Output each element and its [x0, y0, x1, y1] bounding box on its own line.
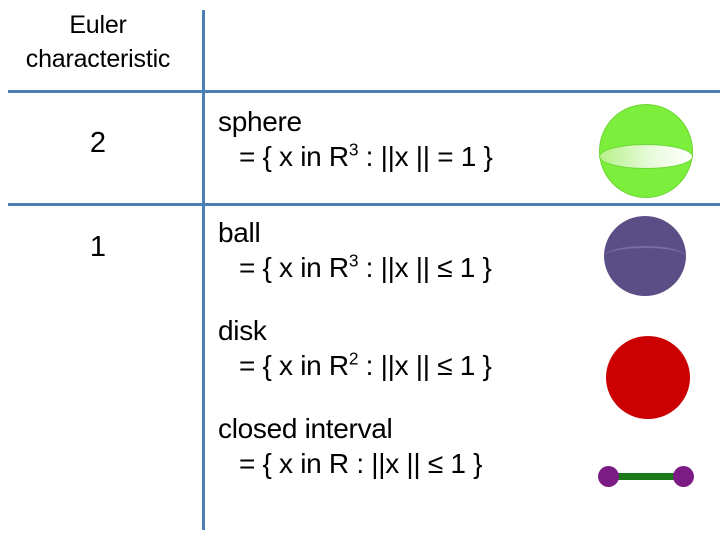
- column-header-euler-characteristic: Euler characteristic: [0, 8, 196, 76]
- euler-characteristic-value-row1: 2: [89, 127, 107, 159]
- interval-endpoint-right: [673, 466, 694, 487]
- definition-formula: = { x in R2 : ||x || ≤ 1 }: [218, 348, 598, 383]
- column-header-line2: characteristic: [25, 45, 171, 73]
- formula-suffix: : ||x || ≤ 1 }: [348, 448, 483, 479]
- definition-term: disk: [218, 315, 267, 346]
- green-sphere-icon: [599, 104, 693, 198]
- sphere-equator: [599, 144, 693, 169]
- definition-formula: = { x in R3 : ||x || = 1 }: [218, 139, 598, 174]
- formula-prefix: = { x in R: [239, 350, 349, 381]
- formula-suffix: : ||x || ≤ 1 }: [358, 252, 492, 283]
- formula-exponent: 2: [348, 348, 359, 369]
- definition-sphere: sphere = { x in R3 : ||x || = 1 }: [218, 104, 598, 174]
- interval-segment-icon: [598, 466, 694, 488]
- table-header-rule: [8, 90, 720, 93]
- definition-formula: = { x in R : ||x || ≤ 1 }: [218, 446, 598, 481]
- definition-term: ball: [218, 217, 261, 248]
- formula-suffix: : ||x || = 1 }: [358, 141, 493, 172]
- interval-endpoint-left: [598, 466, 619, 487]
- definition-closed-interval: closed interval = { x in R : ||x || ≤ 1 …: [218, 411, 598, 481]
- formula-prefix: = { x in R: [239, 448, 349, 479]
- euler-characteristic-value-row2: 1: [89, 231, 107, 263]
- formula-exponent: 3: [348, 250, 359, 271]
- formula-prefix: = { x in R: [239, 252, 349, 283]
- table-column-divider: [202, 10, 205, 530]
- purple-ball-icon: [604, 216, 686, 296]
- definition-formula: = { x in R3 : ||x || ≤ 1 }: [218, 250, 598, 285]
- formula-exponent: 3: [348, 139, 359, 160]
- table-row-rule: [8, 203, 720, 206]
- column-header-line1: Euler: [69, 11, 127, 39]
- definition-disk: disk = { x in R2 : ||x || ≤ 1 }: [218, 313, 598, 383]
- interval-line: [609, 473, 683, 480]
- definition-term: sphere: [218, 106, 302, 137]
- red-disk-icon: [606, 336, 690, 419]
- definition-term: closed interval: [218, 413, 393, 444]
- formula-prefix: = { x in R: [239, 141, 349, 172]
- definition-ball: ball = { x in R3 : ||x || ≤ 1 }: [218, 215, 598, 285]
- formula-suffix: : ||x || ≤ 1 }: [358, 350, 492, 381]
- ball-equator: [604, 246, 686, 267]
